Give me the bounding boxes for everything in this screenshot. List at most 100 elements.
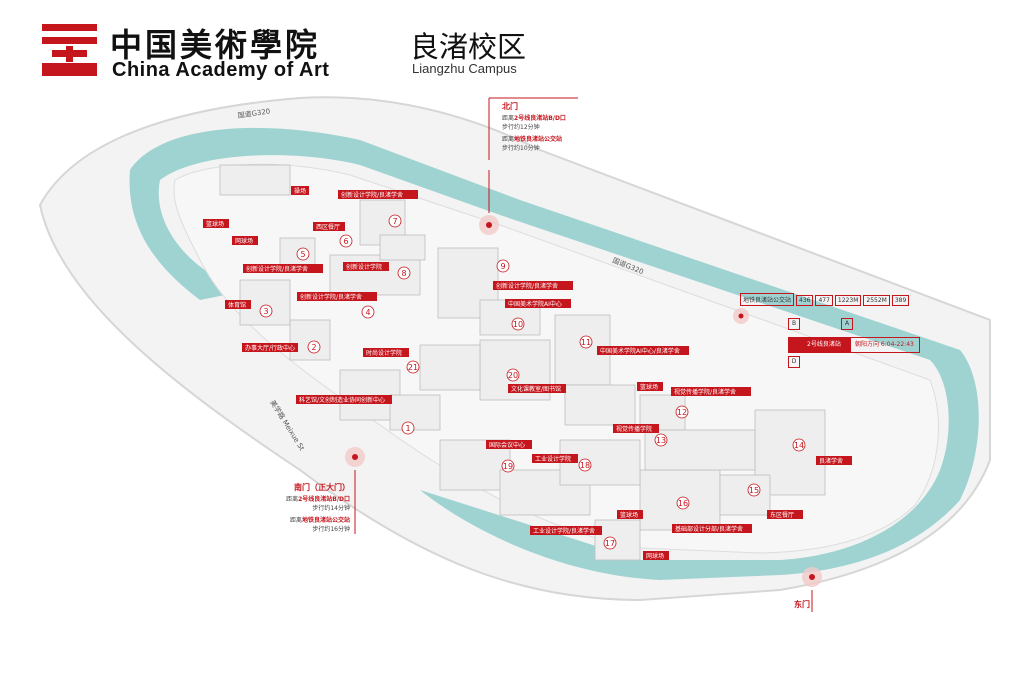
svg-text:创新设计学院/良渚学舍: 创新设计学院/良渚学舍 (341, 191, 403, 199)
svg-text:创新设计学院/良渚学舍: 创新设计学院/良渚学舍 (300, 293, 362, 301)
svg-text:文化课教室/图书馆: 文化课教室/图书馆 (511, 385, 561, 393)
label-library: 文化课教室/图书馆 (508, 384, 566, 393)
south-gate-info: 南门（正大门） 距离2号线良渚站B/D口 步行约14分钟 距离地铁良渚站公交站 … (262, 483, 350, 534)
building-number-10: 10 (511, 317, 525, 331)
label-visual-comm-dorm: 视觉传播学院/良渚学舍 (671, 387, 751, 396)
svg-text:创新设计学院/良渚学舍: 创新设计学院/良渚学舍 (246, 265, 308, 273)
svg-text:13: 13 (656, 436, 666, 445)
campus-name-cn: 良渚校区 (410, 30, 527, 64)
svg-text:时尚设计学院: 时尚设计学院 (366, 349, 402, 357)
building-number-12: 12 (675, 405, 689, 419)
bus-line-3: 1223M (834, 295, 862, 306)
svg-text:3: 3 (263, 307, 268, 316)
academy-logo-icon (42, 24, 97, 76)
svg-text:国际会议中心: 国际会议中心 (489, 441, 525, 449)
bus-stop-marker[interactable] (733, 308, 749, 324)
south-gate-marker[interactable] (345, 447, 365, 534)
svg-text:14: 14 (794, 441, 804, 450)
building-number-3: 3 (259, 304, 273, 318)
building-number-15: 15 (747, 483, 761, 497)
south-gate-line2-prefix: 距离 (289, 517, 302, 524)
label-liangzhu-dorm: 良渚学舍 (816, 456, 852, 465)
building-number-13: 13 (654, 433, 668, 447)
svg-text:17: 17 (605, 539, 615, 548)
label-west-canteen: 西区餐厅 (313, 222, 345, 231)
svg-text:篮球场: 篮球场 (640, 383, 658, 391)
header: 中国美術學院 China Academy of Art 良渚校区 Liangzh… (0, 0, 1010, 90)
label-basketball-mid: 篮球场 (637, 382, 663, 391)
building-number-20: 20 (506, 368, 520, 382)
school-name-cn: 中国美術學院 (110, 26, 321, 64)
label-innovation-design-3: 创新设计学院 (343, 262, 389, 271)
svg-text:中国美术学院AI中心: 中国美术学院AI中心 (508, 300, 562, 308)
metro-exit-a: A (841, 318, 853, 330)
label-innovation-design-5: 创新设计学院/良渚学舍 (493, 281, 573, 290)
east-gate-title: 东门 (794, 600, 810, 609)
building-number-7: 7 (388, 214, 402, 228)
svg-text:2: 2 (311, 343, 316, 352)
svg-text:20: 20 (508, 371, 518, 380)
bus-line-4: 2552M (863, 295, 890, 306)
north-gate-line1-station: 2号线良渚站B/D口 (514, 115, 566, 122)
metro-station: 2号线良渚站 朝阳方向 6:04-22:43 (788, 337, 920, 353)
metro-hours: 朝阳方向 6:04-22:43 (855, 341, 914, 348)
label-tennis-west: 网球场 (232, 236, 258, 245)
north-gate-walk1: 步行约12分钟 (502, 124, 540, 131)
label-conference-center: 国际会议中心 (486, 440, 532, 449)
south-gate-title: 南门（正大门） (294, 483, 350, 492)
north-gate-line2-station: 地铁良渚站公交站 (514, 136, 563, 143)
svg-text:中国美术学院AI中心/良渚学舍: 中国美术学院AI中心/良渚学舍 (600, 347, 680, 355)
svg-text:网球场: 网球场 (646, 552, 664, 560)
building-numbers: 1 2 3 4 5 6 7 8 9 10 11 12 13 14 15 16 1… (259, 214, 806, 550)
building-number-2: 2 (307, 340, 321, 354)
north-gate-info: 北门 距离2号线良渚站B/D口 步行约12分钟 距离地铁良渚站公交站 步行约10… (502, 102, 566, 153)
svg-text:西区餐厅: 西区餐厅 (316, 223, 340, 231)
svg-text:工业设计学院/良渚学舍: 工业设计学院/良渚学舍 (533, 527, 595, 535)
building-number-11: 11 (579, 335, 593, 349)
svg-text:12: 12 (677, 408, 687, 417)
svg-text:18: 18 (580, 461, 590, 470)
svg-text:7: 7 (392, 217, 397, 226)
metro-exit-d: D (788, 356, 800, 368)
svg-text:创新设计学院: 创新设计学院 (346, 263, 382, 271)
svg-text:篮球场: 篮球场 (206, 220, 224, 228)
north-gate-marker[interactable] (479, 97, 578, 235)
label-industrial-design: 工业设计学院 (532, 454, 578, 463)
svg-text:良渚学舍: 良渚学舍 (819, 457, 843, 465)
metro-line-name: 2号线良渚站 (789, 338, 851, 352)
building-number-5: 5 (296, 247, 310, 261)
svg-text:19: 19 (503, 462, 513, 471)
label-east-canteen: 东区餐厅 (767, 510, 803, 519)
river (129, 127, 979, 580)
svg-text:操场: 操场 (294, 187, 306, 195)
svg-text:10: 10 (513, 320, 523, 329)
bus-line-5: 389 (891, 295, 910, 306)
building-number-1: 1 (401, 421, 415, 435)
south-gate-walk2: 步行约16分钟 (312, 526, 350, 533)
school-name-en: China Academy of Art (112, 59, 330, 81)
svg-text:6: 6 (343, 237, 348, 246)
svg-text:5: 5 (300, 250, 305, 259)
label-tennis-east: 网球场 (643, 551, 669, 560)
svg-text:创新设计学院/良渚学舍: 创新设计学院/良渚学舍 (496, 282, 558, 290)
svg-text:8: 8 (401, 269, 406, 278)
east-gate-marker[interactable] (802, 567, 822, 612)
svg-text:网球场: 网球场 (235, 237, 253, 245)
bus-line-1: 436 (796, 295, 814, 306)
label-fashion-design: 时尚设计学院 (363, 348, 409, 357)
svg-text:11: 11 (581, 338, 591, 347)
label-innovation-design-2: 创新设计学院/良渚学舍 (243, 264, 323, 273)
svg-text:21: 21 (408, 363, 418, 372)
north-gate-line1-prefix: 距离 (502, 115, 515, 122)
bus-line-2: 477 (815, 295, 833, 306)
label-playground: 操场 (291, 186, 309, 195)
svg-text:15: 15 (749, 486, 759, 495)
svg-text:4: 4 (365, 308, 370, 317)
north-gate-title: 北门 (502, 102, 518, 111)
label-gym: 体育馆 (225, 300, 251, 309)
building-number-4: 4 (361, 305, 375, 319)
label-visual-comm: 视觉传播学院 (613, 424, 659, 433)
label-science-art: 科艺馆/文创制造业协同创新中心 (296, 395, 392, 404)
label-basketball-west: 篮球场 (203, 219, 229, 228)
